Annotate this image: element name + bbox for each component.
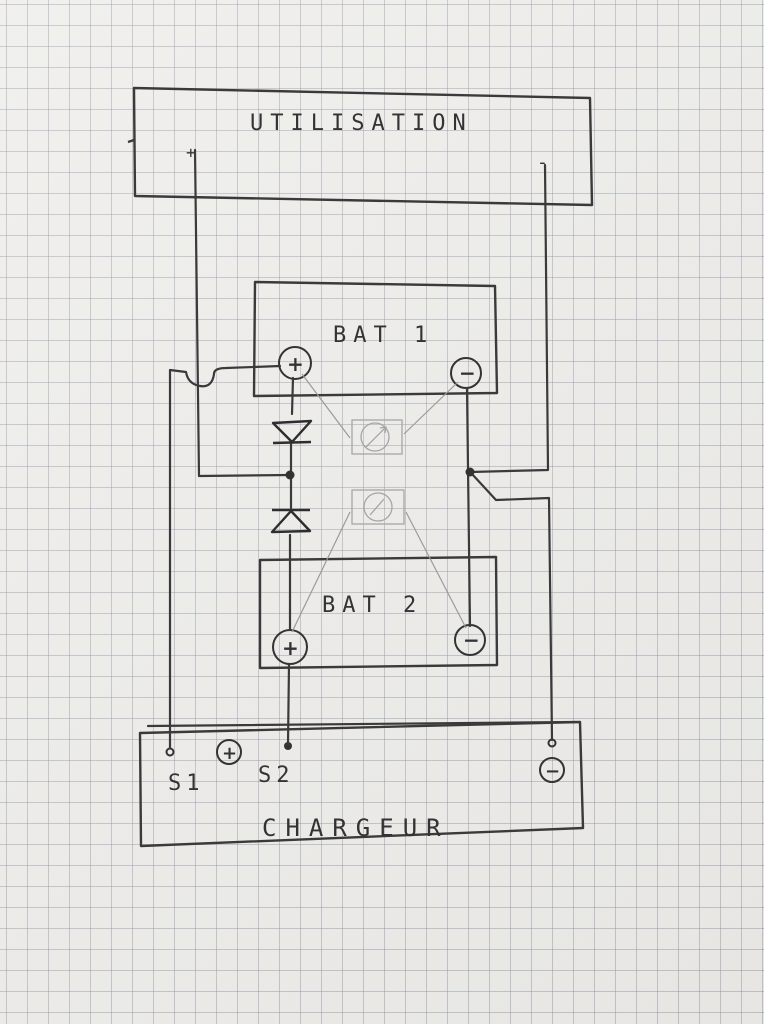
utilisation-box-mark xyxy=(127,138,135,144)
utilisation-minus-label: - xyxy=(537,152,555,173)
bat1-label: BAT 1 xyxy=(333,323,434,348)
wire-bat2-plus-to-s2 xyxy=(286,662,291,746)
chargeur-minus-terminal xyxy=(539,757,565,783)
chargeur-s2-label: S2 xyxy=(258,763,295,788)
meter-2 xyxy=(291,489,467,633)
chargeur-box xyxy=(138,720,585,848)
bat2-box xyxy=(258,555,499,670)
chargeur-plus-label: + xyxy=(222,743,237,764)
wire-bat1-plus-to-s1 xyxy=(168,364,282,750)
wire-util-minus xyxy=(468,163,550,474)
wire-bat1-minus xyxy=(465,386,472,628)
bat1-plus-label: + xyxy=(287,352,304,376)
bat1-minus-label: − xyxy=(459,361,476,385)
bat1-plus-terminal xyxy=(278,346,312,380)
bat2-minus-label: − xyxy=(463,628,480,652)
chargeur-top-wire xyxy=(146,720,577,728)
wire-neg-to-charger xyxy=(470,472,554,742)
meter-1 xyxy=(301,373,459,455)
diode-1 xyxy=(271,419,313,445)
bat1-box xyxy=(252,280,499,398)
bat2-plus-label: + xyxy=(282,636,299,660)
utilisation-box xyxy=(132,86,594,207)
utilisation-label: UTILISATION xyxy=(250,111,473,136)
wire-util-plus xyxy=(193,148,292,478)
chargeur-label: CHARGEUR xyxy=(262,814,450,842)
chargeur-minus-label: − xyxy=(545,761,560,782)
chargeur-s1-label: S1 xyxy=(168,771,205,796)
junction-negative xyxy=(465,467,475,477)
chargeur-s2-node xyxy=(284,742,292,750)
chargeur-plus-terminal xyxy=(216,739,242,765)
chargeur-s1-node xyxy=(165,747,175,757)
utilisation-plus-label: + xyxy=(186,143,203,162)
wire-diode-string xyxy=(288,376,295,632)
diode-2 xyxy=(270,508,312,534)
junction-diodes xyxy=(285,470,295,480)
bat2-label: BAT 2 xyxy=(322,593,423,618)
